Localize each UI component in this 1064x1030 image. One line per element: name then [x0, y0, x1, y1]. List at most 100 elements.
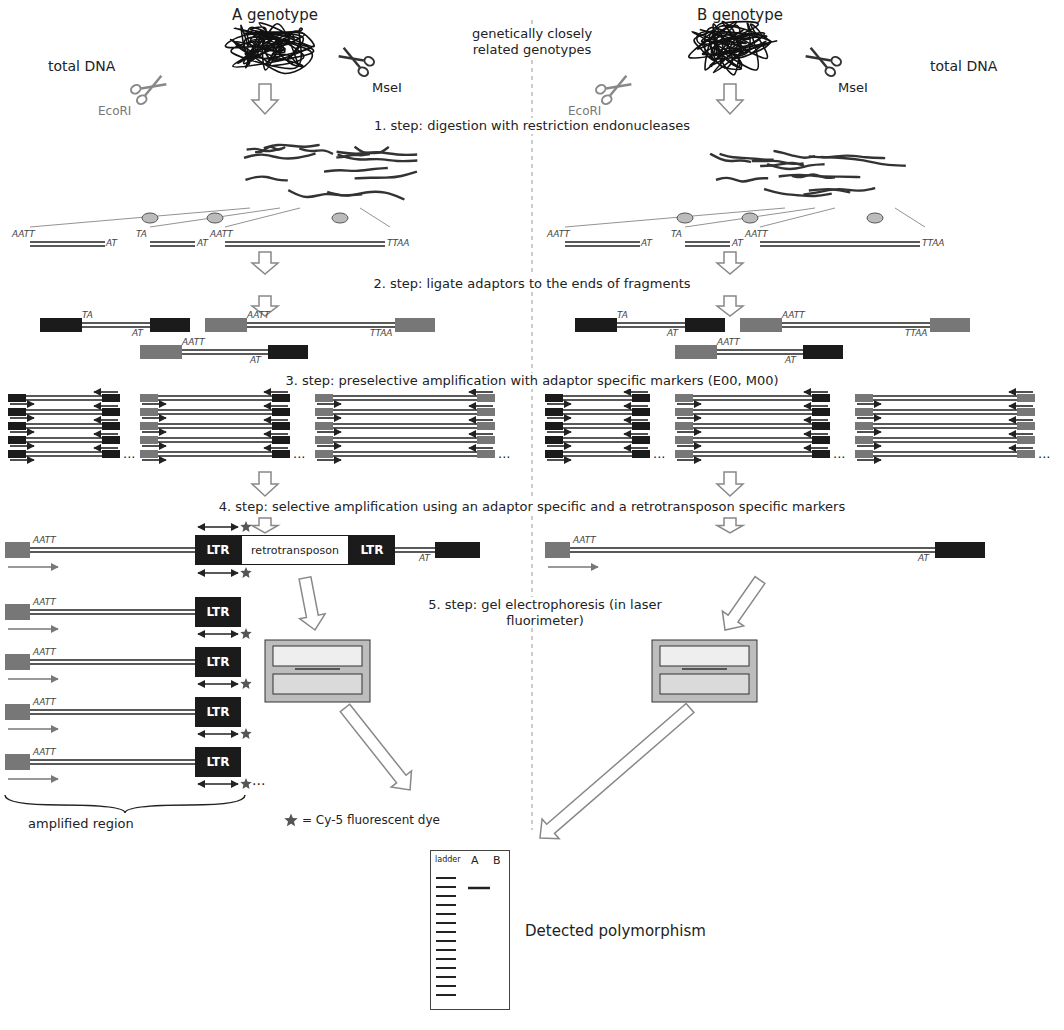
step-label: genetically closely related genotypes [443, 26, 621, 57]
eco-adaptor [545, 542, 570, 558]
dna-fragment [244, 154, 316, 159]
dna-strand [26, 409, 102, 410]
step-label: 5. step: gel electrophoresis (in laser f… [416, 597, 674, 628]
legend-item: = Cy-5 fluorescent dye [283, 812, 440, 828]
sequence-label: TTAA [387, 238, 409, 249]
scissors-blade [141, 77, 166, 97]
cy5-star [240, 628, 251, 639]
adaptor-block [272, 408, 290, 416]
primer-arrow [857, 417, 881, 419]
adaptor-block [675, 408, 693, 416]
ladder-band [436, 940, 456, 942]
dna-strand [333, 423, 477, 424]
adaptor-block [632, 450, 650, 458]
adaptor-block [545, 450, 563, 458]
gel-ground [430, 850, 510, 1010]
dna-strand [82, 322, 150, 323]
adaptor-block [315, 408, 333, 416]
primer-arrow [804, 433, 828, 435]
adaptor-block [315, 394, 333, 402]
primer-arrow [677, 445, 701, 447]
adaptor-block [8, 408, 26, 416]
adaptor-block [140, 408, 158, 416]
adaptor-block [812, 422, 830, 430]
primer-arrow [264, 433, 288, 435]
primer-arrow [317, 431, 341, 433]
primer-arrow [317, 403, 341, 405]
ltr-box: LTR [195, 697, 241, 727]
lane-label: ladder [435, 855, 461, 864]
text-label: ... [1038, 446, 1050, 462]
primer-arrow [804, 447, 828, 449]
ltr-box: LTR [195, 747, 241, 777]
adaptor-block [102, 394, 120, 402]
ladder-band [436, 967, 456, 969]
scissors-icon [803, 43, 842, 77]
adaptor-block [855, 422, 873, 430]
dna-strand [617, 326, 685, 327]
dna-strand [760, 241, 920, 242]
adaptor-block [477, 394, 495, 402]
dna-strand [563, 451, 632, 452]
primer-arrow [469, 447, 493, 449]
primer-arrow [1009, 405, 1033, 407]
scissors-loop [594, 83, 607, 95]
adaptor-block [545, 394, 563, 402]
primer-arrow [10, 445, 34, 447]
dna-strand [30, 551, 195, 552]
text-label: Detected polymorphism [525, 922, 706, 940]
ltr-box: LTR [195, 535, 241, 565]
enzyme-icon [332, 213, 348, 223]
dna-strand [26, 427, 102, 428]
dna-strand [150, 241, 195, 242]
dna-strand [26, 441, 102, 442]
dna-strand [333, 413, 477, 414]
adaptor-block [477, 422, 495, 430]
dna-strand [333, 427, 477, 428]
dna-strand [158, 413, 272, 414]
sequence-label: TTAA [922, 238, 944, 249]
primer-arrow [547, 403, 571, 405]
text-label: B genotype [697, 6, 783, 24]
dna-strand [26, 437, 102, 438]
dna-fragment [299, 148, 333, 154]
text-label: ... [498, 446, 510, 462]
process-arrow [292, 576, 328, 633]
dna-strand [782, 322, 930, 323]
primer-arrow [94, 447, 118, 449]
dna-strand [873, 451, 1017, 452]
dna-strand [693, 451, 812, 452]
dna-fragment [779, 175, 861, 177]
primer-arrow [624, 419, 648, 421]
dna-strand [30, 609, 195, 610]
adaptor-block [812, 394, 830, 402]
dna-strand [158, 441, 272, 442]
cy5-star [240, 728, 251, 739]
box-label: retrotransposon [251, 544, 339, 557]
mse-adaptor [435, 542, 480, 558]
enzyme-icon [742, 213, 758, 223]
dna-strand [685, 245, 730, 246]
primer-arrow [94, 391, 118, 393]
dna-strand [563, 441, 632, 442]
dna-strand [30, 659, 195, 660]
primer-arrow [624, 391, 648, 393]
sequence-label: AT [197, 238, 208, 249]
dna-strand [395, 551, 435, 552]
primer-arrow [142, 459, 166, 461]
dna-strand [30, 663, 195, 664]
dna-strand [82, 326, 150, 327]
dna-strand [225, 245, 385, 246]
primer-arrow [857, 431, 881, 433]
dna-strand [30, 709, 195, 710]
eco-adaptor [5, 654, 30, 670]
adaptor-block [140, 422, 158, 430]
primer-arrow [804, 419, 828, 421]
adaptor-block [8, 436, 26, 444]
sequence-label: AT [667, 328, 678, 339]
dna-strand [570, 547, 935, 548]
sequence-label: TTAA [905, 328, 927, 339]
eco-adaptor [930, 318, 970, 332]
scissors-icon [594, 71, 633, 105]
dna-strand [873, 427, 1017, 428]
